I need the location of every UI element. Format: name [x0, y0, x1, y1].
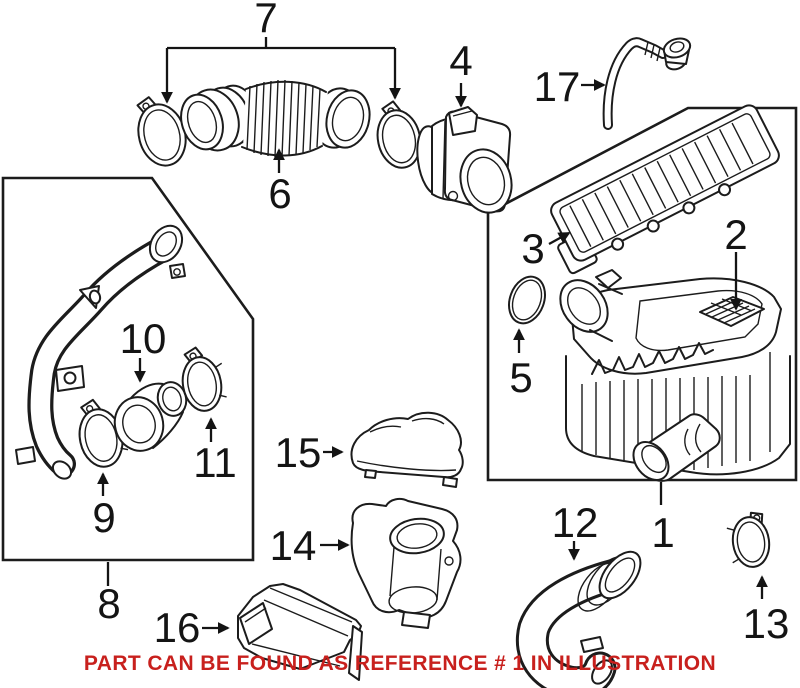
resonator-cover-drawing: [350, 411, 464, 488]
callout-17: 17: [534, 63, 606, 110]
callout-8: 8: [97, 562, 121, 627]
group-box-right: [486, 106, 798, 482]
callout-2: 2: [724, 211, 748, 311]
clamp-11-drawing: [181, 346, 227, 412]
seal-ring-drawing: [508, 275, 546, 325]
callouts: 1 2 3 4 5 6 7 8: [92, 0, 789, 651]
clamp-7-left-drawing: [136, 96, 187, 167]
callout-11-label: 11: [193, 439, 237, 486]
clamp-9-drawing: [78, 398, 129, 468]
callout-13-label: 13: [743, 600, 790, 647]
callout-10-label: 10: [120, 315, 167, 362]
air-cleaner-assembly-drawing: [559, 269, 791, 482]
callout-5-label: 5: [509, 354, 532, 401]
clamp-13-drawing: [726, 511, 771, 568]
callout-2-label: 2: [724, 211, 747, 258]
callout-14: 14: [270, 522, 350, 569]
callout-11: 11: [193, 417, 237, 486]
callout-12-label: 12: [552, 499, 599, 546]
callout-12: 12: [552, 499, 599, 561]
callout-9-label: 9: [92, 494, 115, 541]
air-duct-16-drawing: [237, 583, 363, 681]
callout-7: 7: [161, 0, 401, 104]
callout-15-label: 15: [275, 429, 322, 476]
maf-sensor-drawing: [416, 106, 513, 214]
callout-4-label: 4: [449, 37, 472, 84]
callout-10: 10: [120, 315, 167, 383]
callout-13: 13: [743, 575, 790, 647]
reference-caption: PART CAN BE FOUND AS REFERENCE # 1 IN IL…: [83, 652, 717, 675]
callout-5: 5: [509, 328, 533, 401]
callout-9: 9: [92, 472, 116, 541]
callout-17-label: 17: [534, 63, 581, 110]
callout-1: 1: [651, 482, 675, 556]
callout-3-label: 3: [521, 225, 544, 272]
callout-15: 15: [275, 429, 344, 476]
callout-16-label: 16: [154, 604, 201, 651]
breather-hose-drawing: [602, 37, 692, 130]
hose-6-drawing: [180, 77, 371, 158]
air-filter-drawing: [550, 104, 780, 275]
group-box-left: [1, 176, 255, 562]
callout-8-label: 8: [97, 580, 120, 627]
callout-7-label: 7: [254, 0, 277, 41]
callout-14-label: 14: [270, 522, 317, 569]
intake-duct-drawing: [516, 550, 642, 688]
callout-1-label: 1: [651, 509, 674, 556]
charge-pipe-drawing: [15, 224, 186, 480]
callout-16: 16: [154, 604, 230, 651]
callout-4: 4: [449, 37, 473, 108]
callout-6-label: 6: [268, 170, 291, 217]
resonator-body-drawing: [350, 497, 462, 629]
callout-3: 3: [521, 225, 571, 272]
callout-6: 6: [268, 148, 292, 217]
